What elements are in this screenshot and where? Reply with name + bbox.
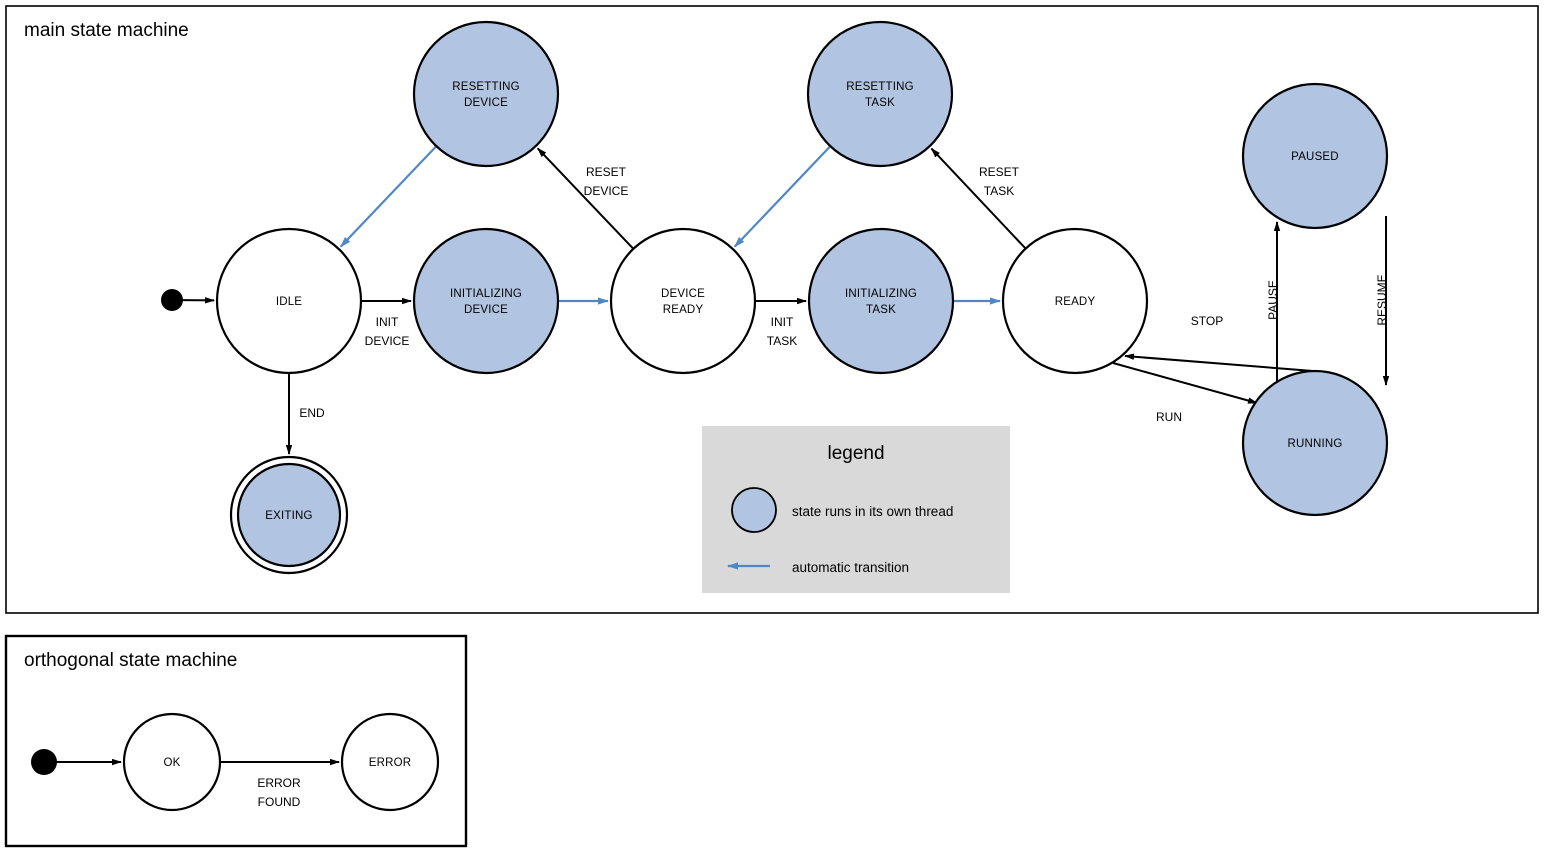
state-label: INITIALIZING <box>845 288 917 300</box>
state-resetting-device[interactable]: RESETTING DEVICE <box>412 20 560 168</box>
state-label: DEVICE <box>464 97 508 109</box>
transition-label-text: DEVICE <box>365 334 410 348</box>
transition-t-running-ready[interactable] <box>1124 353 1314 372</box>
state-circle <box>1241 82 1389 230</box>
transition-label-text: RESUME <box>1375 274 1389 325</box>
state-label: TASK <box>865 97 895 109</box>
transition-label-t-paused-running: RESUME <box>1375 274 1389 325</box>
legend-box: legend state runs in its own thread automa… <box>702 426 1010 593</box>
states-layer: IDLERESETTINGDEVICEINITIALIZINGDEVICEDEV… <box>31 20 1389 812</box>
transition-label-t-idle-initdev: INIT DEVICE <box>365 315 410 348</box>
state-label: RUNNING <box>1287 438 1342 450</box>
transition-t-ready-resettask[interactable] <box>930 147 1027 250</box>
state-label: IDLE <box>276 296 302 308</box>
state-label: READY <box>1055 296 1096 308</box>
transition-label-text: STOP <box>1191 314 1223 328</box>
state-ready[interactable]: READY <box>1001 227 1149 375</box>
initial-state-orthogonal[interactable] <box>31 749 57 775</box>
state-label: EXITING <box>265 510 312 522</box>
transition-label-text: INIT <box>771 315 794 329</box>
transition-labels-layer: INIT DEVICE RESET DEVICE INIT TASK RESET TASK RU… <box>257 165 1389 809</box>
state-circle <box>412 227 560 375</box>
state-circle <box>340 712 440 812</box>
transition-label-text: RUN <box>1156 410 1182 424</box>
state-label: OK <box>163 757 180 769</box>
legend-thread-state-label: state runs in its own thread <box>792 504 953 519</box>
state-label: RESETTING <box>846 81 914 93</box>
state-circle <box>609 227 757 375</box>
transition-label-text: PAUSE <box>1266 280 1280 320</box>
transition-label-t-ready-running: RUN <box>1156 410 1182 424</box>
state-circle <box>215 227 363 375</box>
transition-label-t-idle-exiting: END <box>299 406 325 420</box>
transitions-layer <box>57 145 1390 766</box>
state-label: RESETTING <box>452 81 520 93</box>
state-label: TASK <box>866 304 896 316</box>
state-label: READY <box>663 304 704 316</box>
state-label: PAUSED <box>1291 151 1339 163</box>
state-idle[interactable]: IDLE <box>215 227 363 375</box>
transition-label-text: RESET <box>979 165 1020 179</box>
state-exiting[interactable]: EXITING <box>229 455 349 575</box>
state-device-ready[interactable]: DEVICE READY <box>609 227 757 375</box>
transition-t-resetdev-idle[interactable] <box>339 145 438 248</box>
initial-state-main[interactable] <box>161 289 183 311</box>
final-state-outer-ring <box>229 455 349 575</box>
transition-label-text: TASK <box>767 334 797 348</box>
transition-t-resettask-devready[interactable] <box>733 145 832 248</box>
state-circle <box>412 20 560 168</box>
transition-label-text: RESET <box>586 165 627 179</box>
transition-label-text: END <box>299 406 325 420</box>
transition-t-devready-resetdev[interactable] <box>536 147 635 250</box>
frame-title-main: main state machine <box>24 20 189 41</box>
legend-title: legend <box>827 443 884 464</box>
legend-item-thread-state: state runs in its own thread <box>731 487 953 533</box>
state-ok[interactable]: OK <box>122 712 222 812</box>
frame-title-orthogonal: orthogonal state machine <box>24 650 237 671</box>
state-circle <box>806 20 954 168</box>
state-circle <box>236 462 342 568</box>
state-label: DEVICE <box>464 304 508 316</box>
transition-label-t-devready-inittask: INIT TASK <box>767 315 797 348</box>
transition-label-t-ready-resettask: RESET TASK <box>979 165 1020 198</box>
state-circle <box>1241 369 1389 517</box>
state-error[interactable]: ERROR <box>340 712 440 812</box>
frames-layer: main state machine orthogonal state machi… <box>4 5 1539 848</box>
legend-item-auto-transition: automatic transition <box>727 560 909 575</box>
frame-main: main state machine <box>5 5 1539 614</box>
transition-label-t-devready-resetdev: RESET DEVICE <box>584 165 629 198</box>
transition-label-text: INIT <box>376 315 399 329</box>
state-running[interactable]: RUNNING <box>1241 369 1389 517</box>
transition-t-ready-running[interactable] <box>1112 362 1258 404</box>
state-label: ERROR <box>369 757 412 769</box>
transition-label-text: FOUND <box>258 795 301 809</box>
state-circle <box>122 712 222 812</box>
state-circle <box>807 227 955 375</box>
state-initializing-device[interactable]: INITIALIZING DEVICE <box>412 227 560 375</box>
state-label: INITIALIZING <box>450 288 522 300</box>
state-circle <box>1001 227 1149 375</box>
legend-auto-transition-label: automatic transition <box>792 560 909 575</box>
transition-label-text: DEVICE <box>584 184 629 198</box>
state-initializing-task[interactable]: INITIALIZING TASK <box>807 227 955 375</box>
transition-label-t-running-paused: PAUSE <box>1266 280 1280 320</box>
transition-label-t-running-ready: STOP <box>1191 314 1223 328</box>
frame-orthogonal: orthogonal state machine <box>4 634 468 848</box>
transition-label-text: ERROR <box>257 776 301 790</box>
transition-label-t-ok-error: ERROR FOUND <box>257 776 301 809</box>
state-label: DEVICE <box>661 288 705 300</box>
state-resetting-task[interactable]: RESETTING TASK <box>806 20 954 168</box>
legend-thread-state-swatch <box>731 487 777 533</box>
state-paused[interactable]: PAUSED <box>1241 82 1389 230</box>
transition-label-text: TASK <box>984 184 1014 198</box>
